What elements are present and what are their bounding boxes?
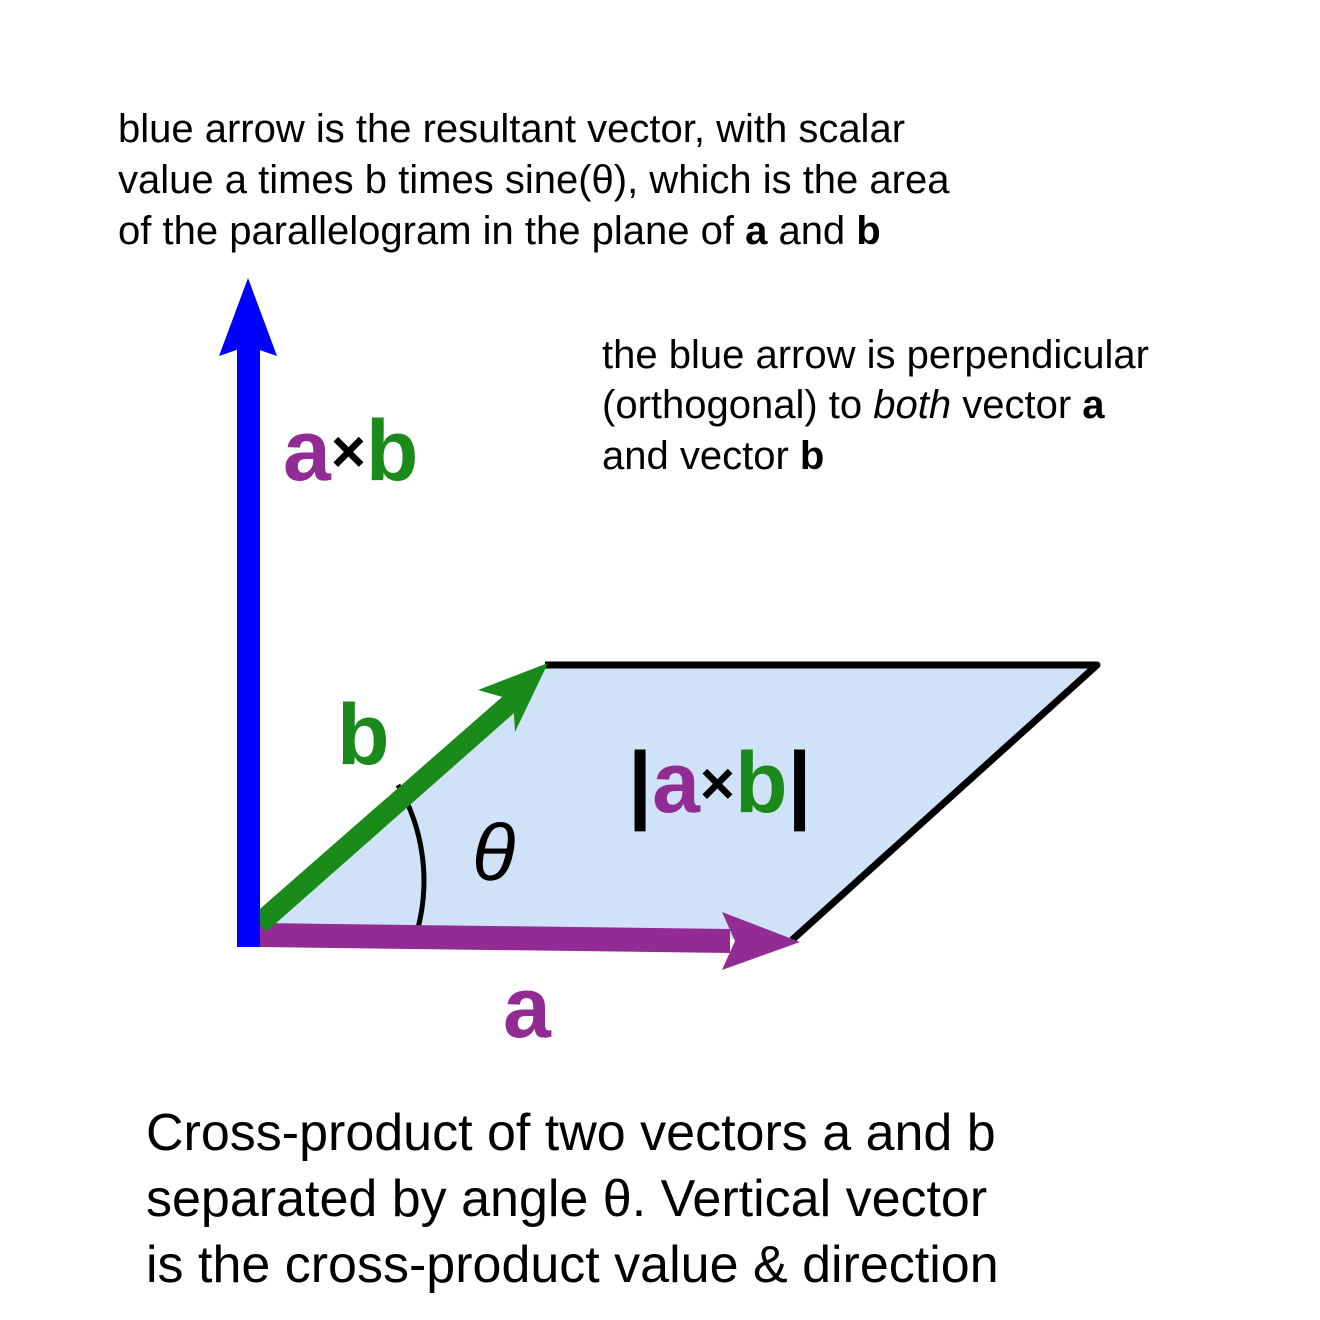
parallelogram-top-edge — [545, 661, 1101, 943]
side-note-line2: (orthogonal) to both vector a — [602, 383, 1105, 427]
vector-b-arrow — [253, 663, 548, 932]
caption-line2: separated by angle θ. Vertical vector — [146, 1170, 987, 1228]
vector-a-arrow — [258, 912, 800, 970]
top-note-line3: of the parallelogram in the plane of a a… — [118, 209, 881, 253]
top-note-line2: value a times b times sine(θ), which is … — [118, 158, 950, 202]
caption-line3: is the cross-product value & direction — [146, 1236, 999, 1294]
side-note-line1: the blue arrow is perpendicular — [602, 333, 1149, 377]
cross-product-arrow — [219, 278, 277, 947]
side-note-line3: and vector b — [602, 434, 824, 478]
vector-a-label: a — [503, 960, 552, 1056]
parallelogram — [260, 665, 1097, 940]
side-note: the blue arrow is perpendicular (orthogo… — [602, 333, 1149, 478]
top-note-line1: blue arrow is the resultant vector, with… — [118, 107, 905, 151]
vector-b-label: b — [337, 687, 390, 783]
caption-line1: Cross-product of two vectors a and b — [146, 1104, 996, 1162]
area-label: |a×b| — [628, 735, 812, 831]
theta-label: θ — [472, 808, 515, 897]
caption: Cross-product of two vectors a and b sep… — [146, 1104, 999, 1294]
top-note: blue arrow is the resultant vector, with… — [118, 107, 950, 253]
axb-label: a×b — [283, 403, 418, 499]
